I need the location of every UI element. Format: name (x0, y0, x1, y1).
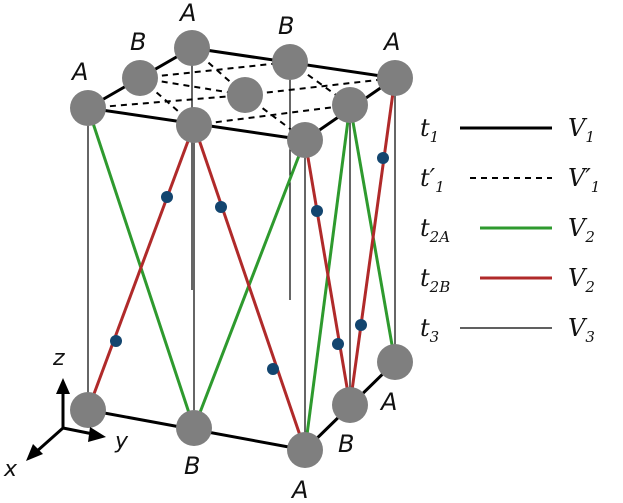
y-axis-line (62, 426, 94, 436)
interaction-dots (110, 152, 389, 375)
t3-bonds (87, 48, 396, 450)
legend-t-symbol: t (420, 114, 430, 142)
legend-v-symbol: V (568, 114, 588, 142)
legend-t-symbol: t (420, 264, 430, 292)
y-arrow-head (88, 427, 106, 442)
legend-row-t3: t3 V3 (420, 314, 595, 346)
atom (287, 122, 323, 158)
legend-t-subscript: 1 (435, 178, 445, 196)
site-label-bottom-b-right: B (338, 430, 354, 458)
site-label-bottom-b-front: B (184, 452, 200, 480)
t2B-bond (86, 124, 196, 411)
atom (272, 44, 308, 80)
interaction-dot (215, 201, 227, 213)
site-label-top-a-right: A (382, 28, 400, 56)
t1-prime-bond (244, 77, 396, 96)
site-label-top-b-right: B (278, 12, 294, 40)
legend-row-t2A: t2A V2 (420, 214, 595, 246)
atom (287, 432, 323, 468)
coordinate-axes (26, 378, 106, 461)
legend-v-prime: ′ (585, 164, 591, 192)
legend-v-subscript: 2 (584, 228, 595, 246)
legend-row-t2B: t2B V2 (420, 264, 595, 296)
svg-text:t3: t3 (420, 314, 439, 346)
legend-v-subscript: 3 (585, 328, 595, 346)
t1-prime-bond (139, 61, 291, 79)
x-arrow-head (26, 444, 43, 461)
legend-v-symbol: V (568, 314, 588, 342)
svg-text:V′1: V′1 (568, 164, 600, 196)
legend-t-symbol: t (420, 164, 430, 192)
svg-text:V1: V1 (568, 114, 595, 146)
atom (377, 60, 413, 96)
legend-t-subscript: 1 (430, 128, 440, 146)
z-arrow-head (56, 378, 70, 394)
svg-text:t1: t1 (420, 114, 439, 146)
interaction-dot (355, 319, 367, 331)
site-label-top-a-left: A (70, 58, 88, 86)
legend-t-subscript: 2B (429, 278, 451, 296)
svg-text:V3: V3 (568, 314, 595, 346)
site-labels: A B A B A B A B A (70, 0, 400, 503)
svg-text:V2: V2 (568, 214, 595, 246)
x-axis-label: x (3, 457, 18, 482)
t2B-bond (303, 139, 352, 406)
site-label-top-a-back: A (178, 0, 196, 27)
interaction-dot (110, 335, 122, 347)
atom (377, 344, 413, 380)
atom (176, 107, 212, 143)
y-axis-label: y (114, 429, 129, 454)
legend-row-t1-prime: t′1 V′1 (420, 164, 600, 196)
interaction-dot (267, 363, 279, 375)
x-axis-line (35, 426, 64, 454)
svg-text:V2: V2 (568, 264, 595, 296)
legend: t1 V1 t′1 V′1 t2A V2 t2B V2 t3 V3 (420, 114, 600, 346)
legend-v-symbol: V (568, 264, 588, 292)
legend-t-subscript: 3 (430, 328, 440, 346)
legend-v-subscript: 1 (585, 128, 595, 146)
site-label-bottom-a-front: A (290, 476, 308, 503)
atom (174, 30, 210, 66)
interaction-dot (311, 205, 323, 217)
atom (227, 77, 263, 113)
site-label-top-b-back: B (130, 28, 146, 56)
atom (332, 87, 368, 123)
site-label-bottom-a-right: A (379, 388, 397, 416)
legend-row-t1: t1 V1 (420, 114, 595, 146)
atom (332, 387, 368, 423)
atoms (70, 30, 413, 468)
t2B-bond (348, 77, 397, 406)
atom (176, 410, 212, 446)
legend-t-prime: ′ (430, 164, 436, 192)
legend-t-symbol: t (420, 314, 430, 342)
svg-text:t2A: t2A (420, 214, 450, 246)
legend-t-symbol: t (420, 214, 430, 242)
atom (70, 90, 106, 126)
atom (70, 392, 106, 428)
legend-v-symbol: V (568, 214, 588, 242)
atom (122, 60, 158, 96)
interaction-dot (161, 191, 173, 203)
interaction-dot (377, 152, 389, 164)
legend-t-subscript: 2A (429, 228, 451, 246)
t2B-bond (192, 124, 307, 451)
interaction-dot (332, 338, 344, 350)
svg-text:t′1: t′1 (420, 164, 445, 196)
t2B-bonds (86, 77, 397, 451)
legend-v-symbol: V (568, 164, 588, 192)
svg-text:t2B: t2B (420, 264, 450, 296)
legend-v-subscript: 2 (584, 278, 595, 296)
z-axis-label: z (52, 346, 65, 371)
legend-v-subscript: 1 (591, 178, 601, 196)
